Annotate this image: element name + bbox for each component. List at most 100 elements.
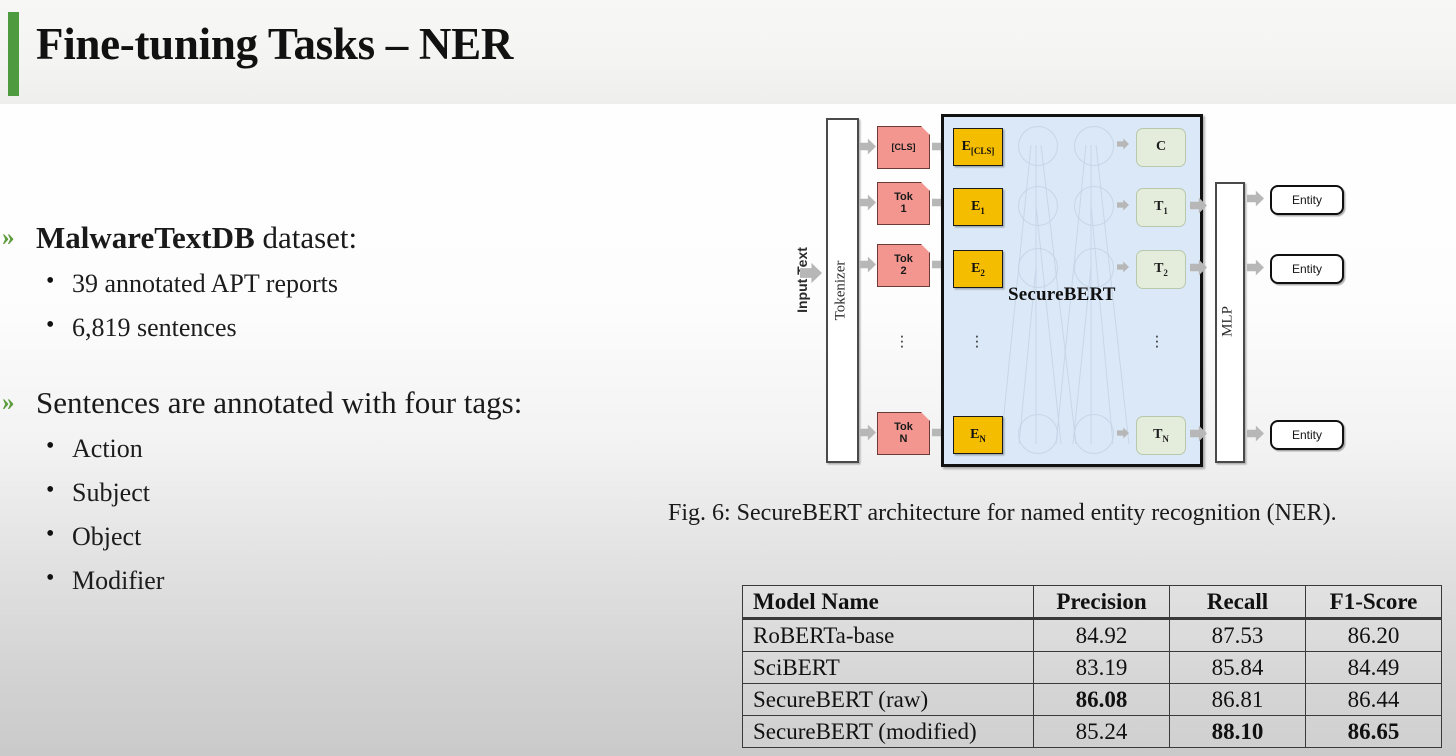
cell-precision-1: 83.19 (1033, 651, 1170, 684)
cell-f1-1: 84.49 (1305, 651, 1442, 684)
embedding-box-0: E[CLS] (953, 128, 1003, 166)
output-box-2-label: T2 (1154, 261, 1168, 278)
neuron-circle (1018, 126, 1058, 166)
cell-f1-2: 86.44 (1305, 683, 1442, 716)
arrow-tokenizer-to-token-1-icon (859, 194, 876, 211)
neuron-circle (1074, 248, 1114, 288)
tokenizer-column (826, 118, 859, 463)
arrow-neuron-to-output-2-icon (1117, 261, 1129, 273)
bullet-level2-1-1: •Subject (0, 477, 700, 506)
entity-box-2: Entity (1270, 420, 1344, 450)
column-header-model-name: Model Name (742, 585, 1034, 620)
embedding-box-1-label: E1 (971, 198, 985, 216)
arrow-mlp-to-entity-0-icon (1247, 190, 1264, 207)
output-box-2: T2 (1136, 250, 1186, 289)
cell-precision-3: 85.24 (1033, 715, 1170, 748)
bullet-level1-1-rest: Sentences are annotated with four tags: (36, 385, 523, 420)
bullet-level2-1-3-label: Modifier (72, 566, 165, 595)
bullet-level2-0-0-label: 39 annotated APT reports (72, 269, 338, 298)
cell-recall-0: 87.53 (1169, 618, 1306, 652)
bullet-level1-0-rest: dataset: (254, 220, 358, 255)
cell-recall-2: 86.81 (1169, 683, 1306, 716)
securebert-label: SecureBERT (1008, 284, 1116, 305)
cell-precision-2: 86.08 (1033, 683, 1170, 716)
arrow-neuron-to-output-1-icon (1117, 199, 1129, 211)
column-header-recall: Recall (1169, 585, 1306, 620)
cell-recall-3: 88.10 (1169, 715, 1306, 748)
embedding-box-1: E1 (953, 188, 1003, 226)
column-header-precision: Precision (1033, 585, 1170, 620)
cell-model-3: SecureBERT (modified) (742, 715, 1034, 748)
bullet-level2-0-1: • 6,819 sentences (0, 312, 700, 342)
arrow-mlp-to-entity-2-icon (1247, 425, 1264, 442)
arrow-neuron-to-output-0-icon (1117, 138, 1129, 150)
bullet-level2-1-0: •Action (0, 434, 700, 463)
bullet-list: » MalwareTextDB dataset: • 39 annotated AP… (0, 222, 700, 594)
input-text-label: Input Text (794, 247, 810, 313)
chevron-bullet-icon: » (2, 224, 15, 251)
cell-f1-0: 86.20 (1305, 618, 1442, 652)
mlp-label: MLP (1219, 306, 1236, 337)
token-box-1-line2: 1 (900, 202, 907, 215)
arrow-mlp-to-entity-1-icon (1247, 259, 1264, 276)
table-row: SecureBERT (modified) 85.24 88.10 86.65 (742, 715, 1442, 748)
token-box-2-line2: 2 (900, 264, 907, 277)
table-row: SecureBERT (raw) 86.08 86.81 86.44 (742, 683, 1442, 716)
embedding-box-2: E2 (953, 250, 1003, 288)
bullet-group-spacer (0, 341, 700, 365)
output-box-3: TN (1136, 416, 1186, 455)
bullet-level2-1-0-label: Action (72, 434, 143, 463)
results-table: Model Name Precision Recall F1-Score RoB… (742, 585, 1442, 748)
token-box-3: Tok N (877, 412, 930, 455)
dot-bullet-icon: • (46, 565, 55, 591)
figure-caption: Fig. 6: SecureBERT architecture for name… (668, 500, 1337, 526)
bullet-level1-0: » MalwareTextDB dataset: (0, 222, 700, 253)
cell-precision-0: 84.92 (1033, 618, 1170, 652)
bullet-level2-0-1-label: 6,819 sentences (72, 313, 237, 342)
token-box-2-line1: Tok (894, 252, 913, 265)
embedding-box-3-label: EN (970, 426, 986, 444)
table-row: SciBERT 83.19 85.84 84.49 (742, 651, 1442, 684)
bullet-level2-1-3: • Modifier (0, 565, 700, 595)
neuron-circle (1018, 414, 1058, 454)
neuron-circle (1074, 126, 1114, 166)
entity-box-0: Entity (1270, 185, 1344, 215)
output-box-0: C (1136, 128, 1186, 167)
dot-bullet-icon: • (46, 521, 55, 547)
output-box-1: T1 (1136, 188, 1186, 227)
embedding-box-0-label: E[CLS] (961, 138, 995, 156)
output-box-0-label: C (1155, 139, 1167, 155)
output-box-3-label: TN (1153, 427, 1169, 444)
arrow-neuron-to-output-3-icon (1117, 427, 1129, 439)
embedding-column-ellipsis: ··· (974, 326, 980, 355)
table-header-row: Model Name Precision Recall F1-Score (742, 585, 1442, 620)
dot-bullet-icon: • (46, 312, 55, 338)
cell-model-0: RoBERTa-base (742, 618, 1034, 652)
slide-header-band (0, 0, 1456, 104)
arrow-tokenizer-to-token-2-icon (859, 256, 876, 273)
bullet-level2-0-0: • 39 annotated APT reports (0, 268, 700, 298)
token-box-3-line2: N (899, 432, 908, 445)
embedding-box-3: EN (953, 416, 1003, 454)
cell-f1-3: 86.65 (1305, 715, 1442, 748)
neuron-circle (1018, 186, 1058, 226)
entity-box-1: Entity (1270, 254, 1344, 284)
cell-model-1: SciBERT (742, 651, 1034, 684)
bullet-level1-1: » Sentences are annotated with four tags: (0, 387, 700, 418)
token-box-1-line1: Tok (894, 190, 913, 203)
output-box-1-label: T1 (1154, 199, 1168, 216)
token-box-0: [CLS] (877, 126, 930, 169)
bullet-level1-0-bold: MalwareTextDB (36, 220, 255, 255)
neuron-circle (1018, 248, 1058, 288)
token-box-1: Tok 1 (877, 182, 930, 225)
bullet-level2-1-2: •Object (0, 521, 700, 550)
cell-recall-1: 85.84 (1169, 651, 1306, 684)
token-box-3-line1: Tok (894, 420, 913, 433)
neuron-circle (1074, 186, 1114, 226)
mlp-column (1215, 182, 1245, 463)
dot-bullet-icon: • (46, 268, 55, 294)
page-title: Fine-tuning Tasks – NER (36, 19, 514, 69)
dot-bullet-icon: • (46, 477, 55, 503)
chevron-bullet-icon: » (2, 389, 15, 416)
